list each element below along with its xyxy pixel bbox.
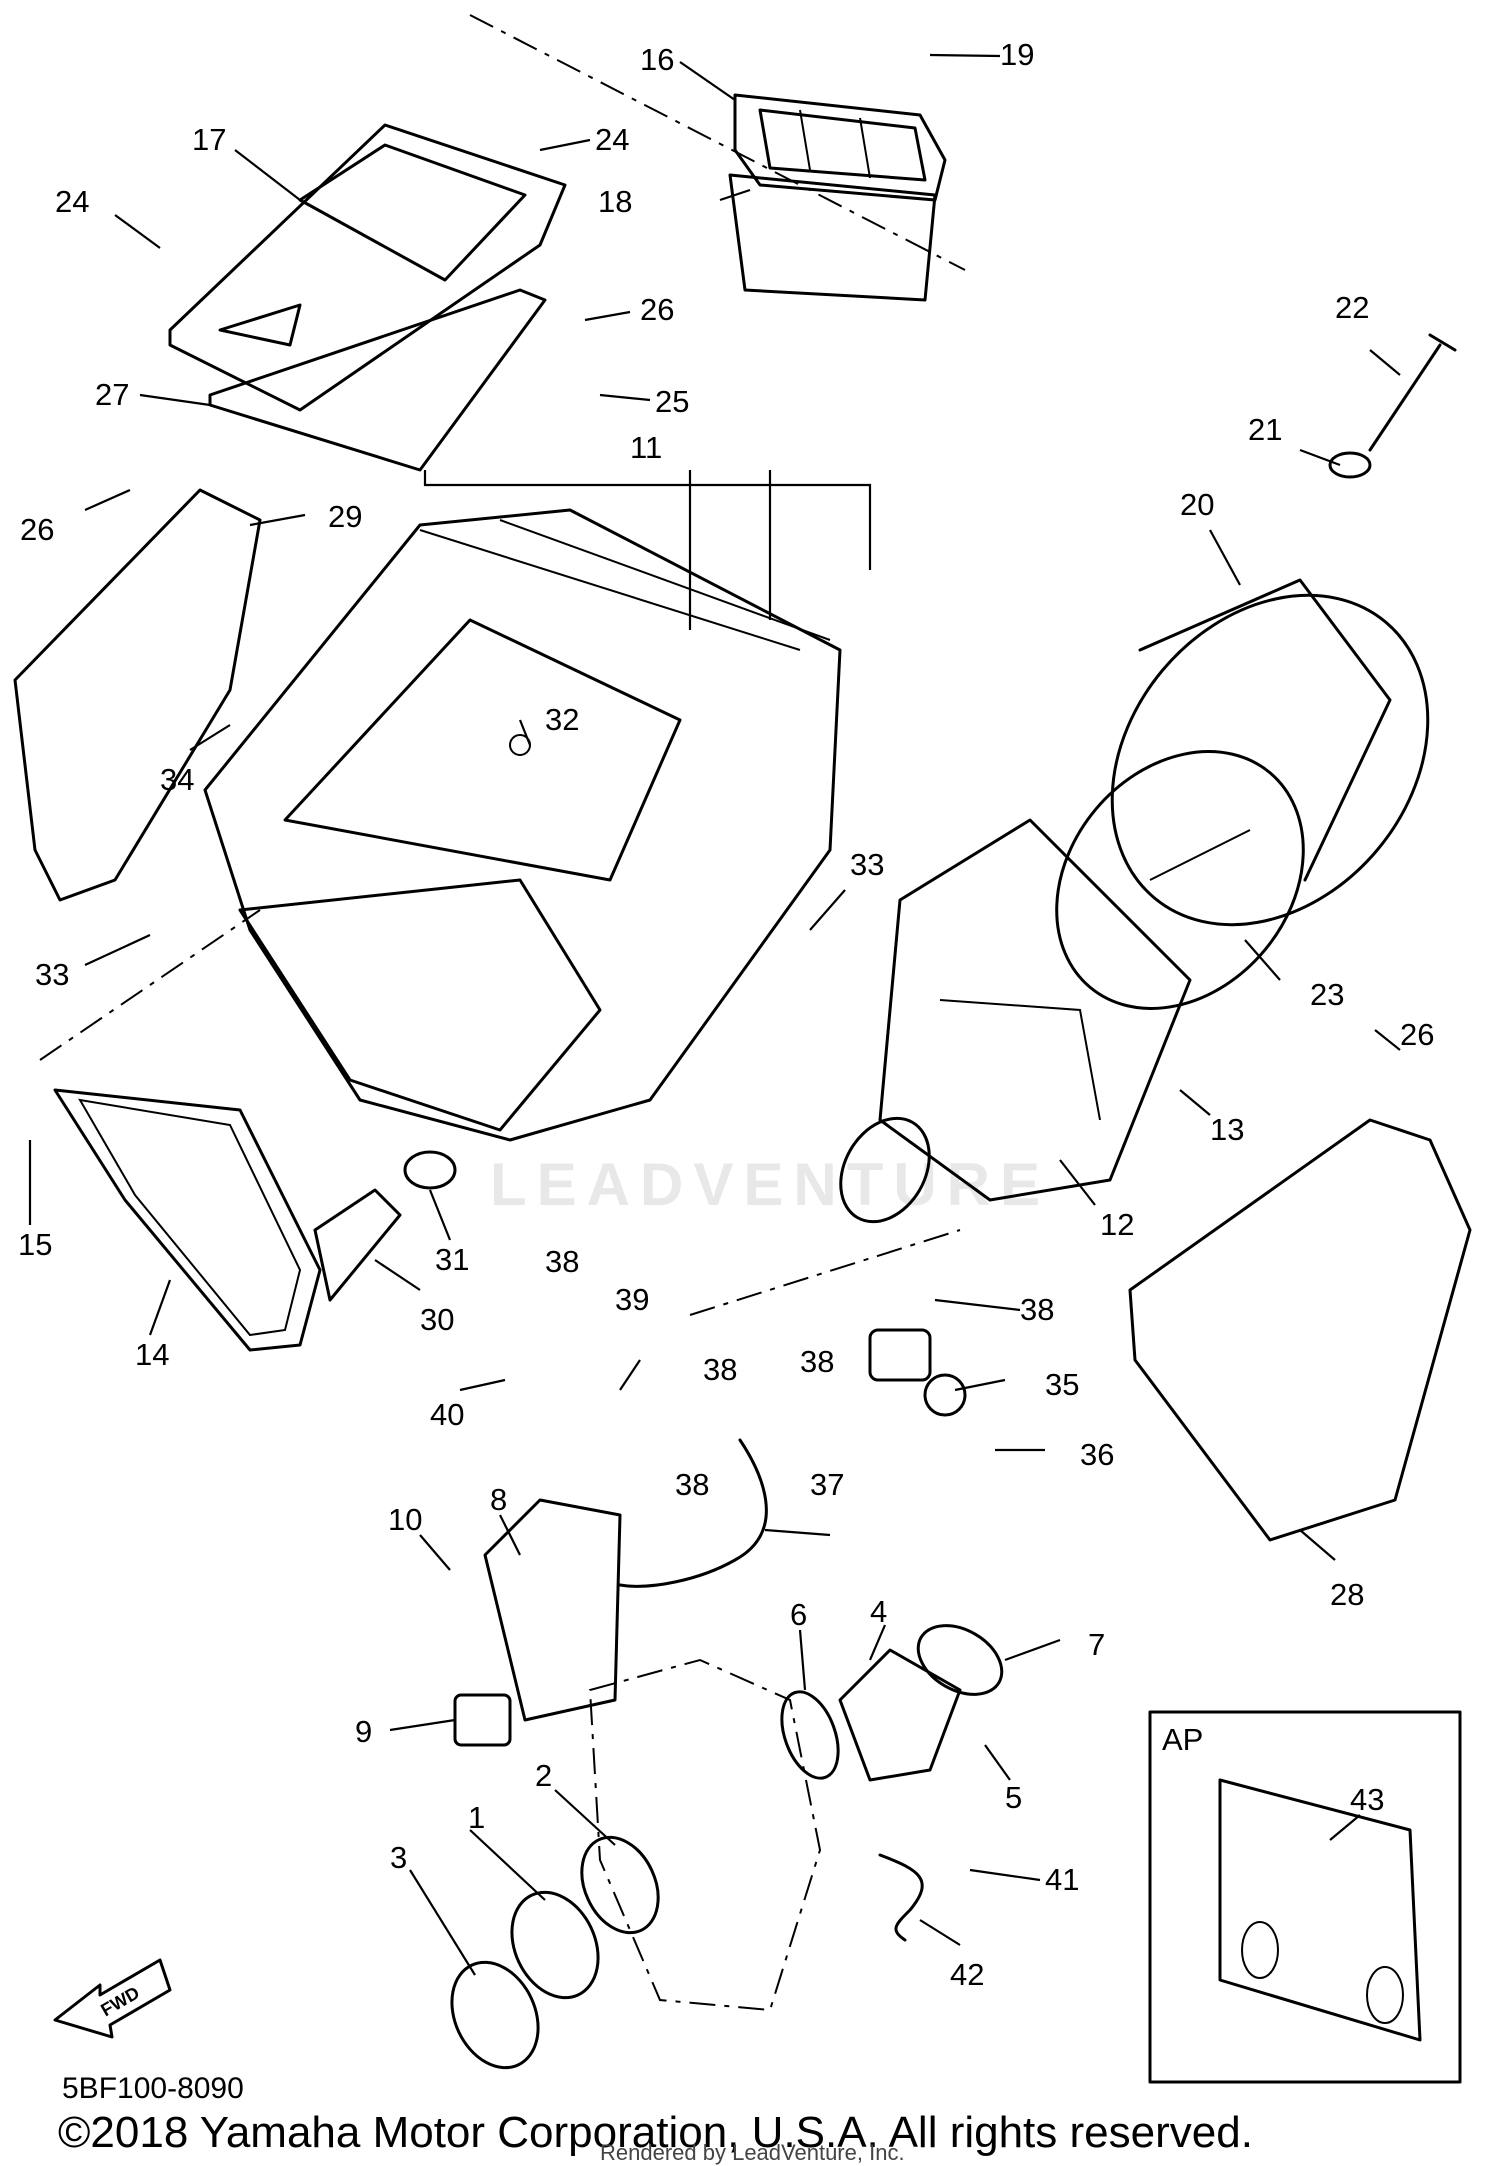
callout-30: 30: [420, 1302, 454, 1337]
callout-24a: 24: [55, 184, 89, 219]
callout-42: 42: [950, 1957, 984, 1992]
callout-33a: 33: [35, 957, 69, 992]
part-1-joint: [510, 1890, 600, 2000]
callout-16: 16: [640, 42, 674, 77]
callout-38b: 38: [1020, 1292, 1054, 1327]
callout-4: 4: [870, 1594, 887, 1629]
callout-37: 37: [810, 1467, 844, 1502]
part-9-block: [453, 1693, 512, 1747]
callout-15: 15: [18, 1227, 52, 1262]
callout-5: 5: [1005, 1780, 1022, 1815]
callout-18: 18: [598, 184, 632, 219]
callout-12: 12: [1100, 1207, 1134, 1242]
callout-25: 25: [655, 384, 689, 419]
callout-27: 27: [95, 377, 129, 412]
part-22-bolt: [1368, 333, 1457, 452]
callout-33b: 33: [850, 847, 884, 882]
fwd-label: FWD: [97, 1983, 142, 2021]
callout-23: 23: [1310, 977, 1344, 1012]
callout-9: 9: [355, 1714, 372, 1749]
callout-38c: 38: [703, 1352, 737, 1387]
callout-17: 17: [192, 122, 226, 157]
callout-2: 2: [535, 1758, 552, 1793]
fwd-arrow: [53, 1958, 172, 2039]
copyright-text: ©2018 Yamaha Motor Corporation, U.S.A. A…: [58, 2108, 1253, 2157]
rendered-by-text: Rendered by LeadVenture, Inc.: [600, 2140, 905, 2165]
callout-39: 39: [615, 1282, 649, 1317]
callout-34: 34: [160, 762, 194, 797]
part-21-washer: [1328, 451, 1372, 479]
inset-label: AP: [1162, 1722, 1203, 1757]
callout-31: 31: [435, 1242, 469, 1277]
part-11-airbox: [203, 508, 842, 1142]
callout-35: 35: [1045, 1367, 1079, 1402]
part-2-clamp: [580, 1835, 660, 1935]
leader-lines: [28, 14, 1401, 1976]
callout-14: 14: [135, 1337, 169, 1372]
part-4-joint: [838, 1648, 962, 1782]
diagram-code: 5BF100-8090: [62, 2072, 244, 2105]
engine-outline: [588, 1658, 822, 2012]
callout-38a: 38: [545, 1244, 579, 1279]
callout-41: 41: [1045, 1862, 1079, 1897]
callout-40: 40: [430, 1397, 464, 1432]
callout-19: 19: [1000, 37, 1034, 72]
callout-26a: 26: [640, 292, 674, 327]
callout-38e: 38: [675, 1467, 709, 1502]
watermark: LEADVENTURE: [490, 1151, 1051, 1218]
part-20-filter-element: [1110, 578, 1430, 927]
callout-26c: 26: [1400, 1017, 1434, 1052]
callout-13: 13: [1210, 1112, 1244, 1147]
part-27-seal: [208, 288, 547, 472]
part-29-bracket: [13, 488, 262, 902]
part-42-clip: [878, 1853, 924, 1942]
callout-20: 20: [1180, 487, 1214, 522]
part-3-clamp: [450, 1960, 540, 2070]
callout-1: 1: [468, 1800, 485, 1835]
part-6-oring: [780, 1690, 840, 1780]
part-17-cover: [168, 123, 567, 412]
part-16-18-duct: [728, 93, 947, 302]
part-43-sheet: [1218, 1778, 1422, 2042]
callout-21: 21: [1248, 412, 1282, 447]
callout-38d: 38: [800, 1344, 834, 1379]
callout-22: 22: [1335, 290, 1369, 325]
callout-11: 11: [630, 430, 662, 465]
callout-6: 6: [790, 1597, 807, 1632]
callout-7: 7: [1088, 1627, 1105, 1662]
part-37-hose: [618, 1438, 768, 1588]
part-35-valve: [868, 1328, 967, 1417]
part-12-13-joint: [839, 818, 1192, 1224]
callout-26b: 26: [20, 512, 54, 547]
part-7-clamp: [916, 1624, 1004, 1696]
callout-29: 29: [328, 499, 362, 534]
callout-36: 36: [1080, 1437, 1114, 1472]
callout-3: 3: [390, 1840, 407, 1875]
part-31-clamp: [403, 1150, 457, 1190]
callout-8: 8: [490, 1482, 507, 1517]
part-8-cover: [483, 1498, 622, 1722]
inset-frame: [1148, 1710, 1462, 2084]
part-23-element-guide: [1055, 750, 1305, 1010]
part-14-gasket: [53, 1088, 322, 1352]
callout-24b: 24: [595, 122, 629, 157]
part-30-drain: [313, 1188, 402, 1302]
callout-32: 32: [545, 702, 579, 737]
callout-43: 43: [1350, 1782, 1384, 1817]
callout-28: 28: [1330, 1577, 1364, 1612]
part-28-side-cover: [1128, 1118, 1472, 1542]
callout-numbers: 1 2 3 4 5 6 7 8 9 10 11 12 13 14 15 16 1…: [18, 37, 1434, 2020]
callout-10: 10: [388, 1502, 422, 1537]
